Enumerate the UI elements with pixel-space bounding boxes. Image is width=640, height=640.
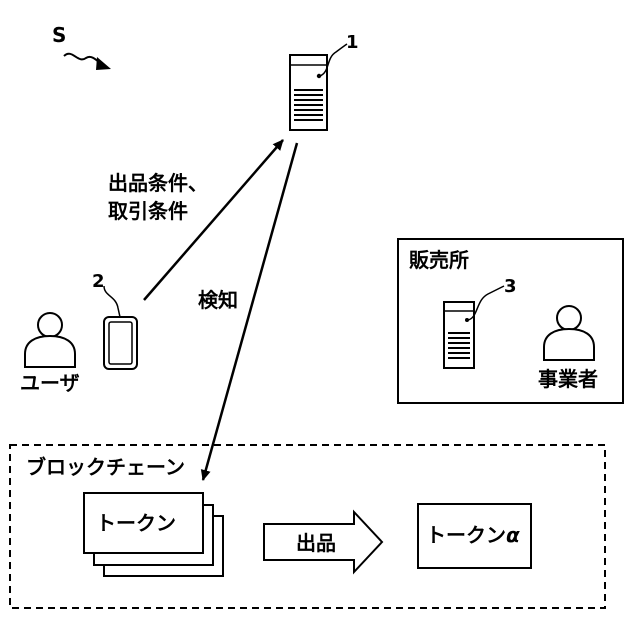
- conditions-label-line2: 取引条件: [108, 199, 188, 223]
- listing-label: 出品: [296, 531, 336, 555]
- conditions-label-line1: 出品条件、: [108, 171, 208, 195]
- token-alpha-label: トークン: [426, 523, 506, 547]
- alpha-symbol: α: [506, 523, 520, 547]
- user-terminal-icon: [104, 317, 137, 369]
- user-terminal-leader-line: [104, 286, 120, 317]
- system-squiggle-arrowhead: [96, 57, 111, 70]
- operator-label: 事業者: [538, 367, 598, 391]
- main-server-icon: [290, 55, 327, 130]
- token-label: トークン: [96, 511, 176, 535]
- user-person-icon: [25, 313, 75, 367]
- store-title: 販売所: [409, 248, 469, 272]
- user-terminal-ref: 2: [92, 271, 105, 292]
- user-label: ユーザ: [20, 371, 80, 395]
- store-server-ref: 3: [504, 276, 517, 297]
- store-server-icon: [444, 302, 474, 368]
- system-label: S: [52, 23, 66, 47]
- main-server-ref: 1: [346, 32, 359, 53]
- blockchain-title: ブロックチェーン: [26, 455, 185, 479]
- detect-label: 検知: [198, 288, 238, 312]
